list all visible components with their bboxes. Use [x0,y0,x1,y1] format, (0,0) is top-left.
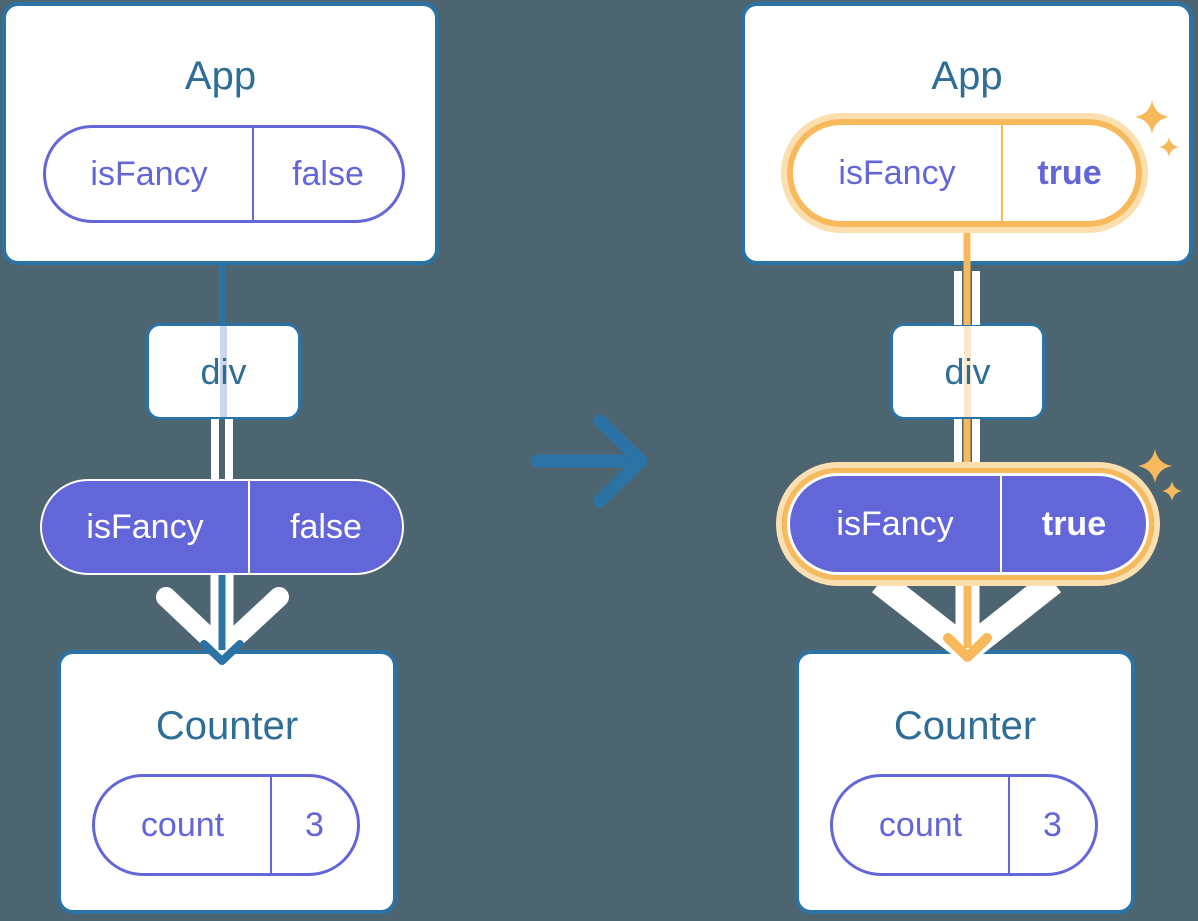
state-value: 3 [1043,805,1062,844]
flow-chevron-white [156,587,289,660]
prop-pill-isfancy-after-highlighted: isFancy true [781,113,1148,233]
prop-pipe-rail [225,419,233,482]
transition-arrow-head [593,414,648,508]
passed-prop-name: isFancy [790,476,1002,572]
prop-pipe-rail [972,271,980,325]
flow-line-orange [963,578,972,648]
prop-value: true [1037,153,1102,192]
prop-value: false [292,154,364,193]
prop-pass-through-line [220,326,227,417]
passed-prop-pill-before: isFancy false [40,479,404,575]
state-name: count [95,777,272,873]
prop-name: isFancy [793,125,1003,221]
prop-pass-through-line [964,326,971,417]
flow-bar-white [955,578,980,642]
div-node-after: div [890,323,1045,420]
edge-app-to-div [219,263,225,326]
div-node-before: div [146,323,301,420]
state-pill-count-before: count 3 [92,774,360,876]
flow-bar-white [210,573,234,647]
app-title: App [931,54,1003,98]
passed-prop-pill-after-highlighted: isFancy true [776,462,1160,586]
app-card-before: App isFancy false [2,2,439,265]
prop-pipe-rail [211,419,219,482]
counter-card-after: Counter count 3 [795,650,1135,914]
passed-prop-value: false [290,507,362,546]
passed-prop-value: true [1041,504,1107,543]
app-title: App [184,54,257,98]
state-value: 3 [305,805,324,844]
flow-chevron-white [871,571,1062,667]
prop-name: isFancy [46,128,254,220]
state-pill-count-after: count 3 [830,774,1098,876]
counter-card-before: Counter count 3 [57,650,397,914]
passed-prop-name: isFancy [42,481,250,573]
counter-title: Counter [893,704,1037,748]
prop-pill-isfancy-before: isFancy false [43,125,405,223]
flow-line-blue [218,573,226,650]
div-label: div [200,350,247,392]
prop-pipe-rail [954,271,962,325]
div-label: div [944,350,991,392]
state-name: count [833,777,1010,873]
sparkle-icon [1162,481,1182,501]
counter-title: Counter [155,704,299,748]
